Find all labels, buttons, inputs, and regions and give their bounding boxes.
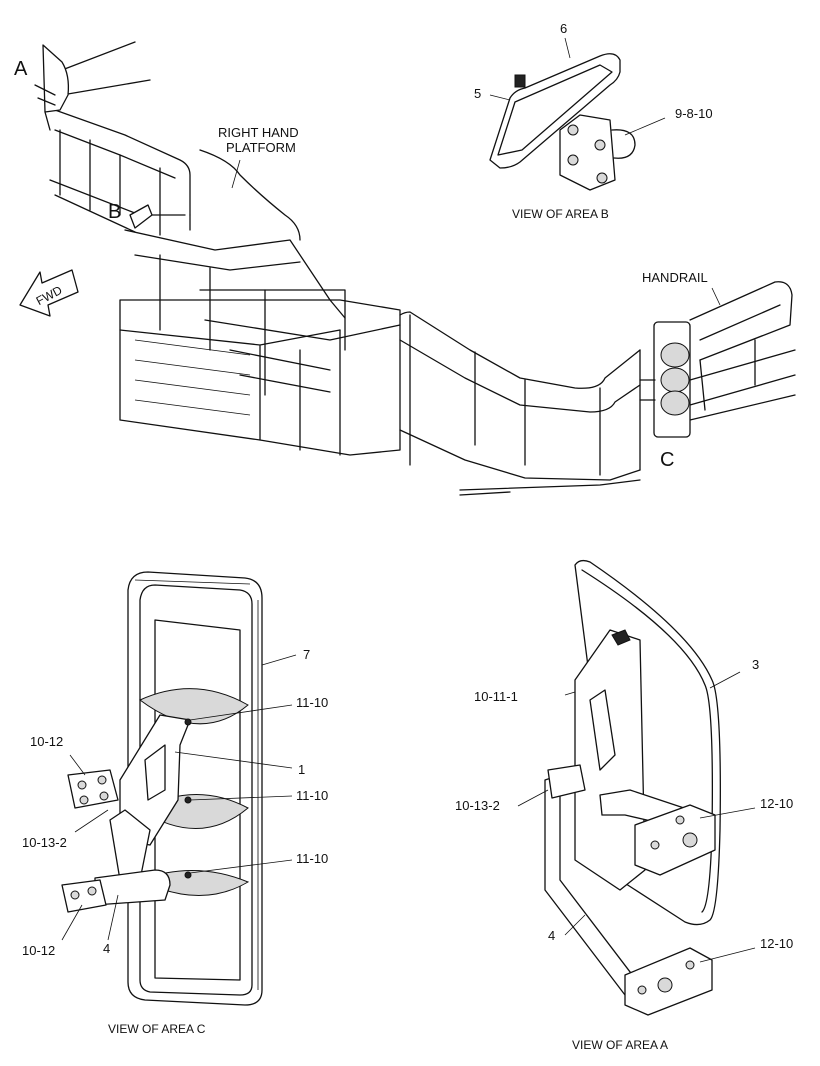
handrail-label: HANDRAIL <box>642 270 708 285</box>
view-area-c-drawing <box>61 571 297 1006</box>
view-b-caption: VIEW OF AREA B <box>512 207 609 221</box>
callout-5: 5 <box>474 86 481 101</box>
platform-label-line2: PLATFORM <box>226 140 296 155</box>
callout-4-c: 4 <box>103 941 110 956</box>
callout-9-8-10: 9-8-10 <box>675 106 713 121</box>
view-area-a-drawing <box>517 559 756 1016</box>
area-label-b: B <box>108 201 121 223</box>
area-label-a: A <box>14 58 28 80</box>
callout-12-10-upper: 12-10 <box>760 796 793 811</box>
callout-11-10-lower: 11-10 <box>296 851 328 866</box>
callout-10-11-1: 10-11-1 <box>474 689 518 704</box>
callout-4-a: 4 <box>548 928 555 943</box>
view-c-caption: VIEW OF AREA C <box>108 1022 206 1036</box>
callout-11-10-upper: 11-10 <box>296 695 328 710</box>
callout-11-10-middle: 11-10 <box>296 788 328 803</box>
callout-10-12-lower: 10-12 <box>22 943 55 958</box>
view-area-b-drawing <box>489 37 666 191</box>
callout-7: 7 <box>303 647 310 662</box>
platform-label-line1: RIGHT HAND <box>218 125 299 140</box>
callout-10-13-2-a: 10-13-2 <box>455 798 500 813</box>
callout-12-10-lower: 12-10 <box>760 936 793 951</box>
callout-10-13-2-c: 10-13-2 <box>22 835 67 850</box>
callout-10-12-upper: 10-12 <box>30 734 63 749</box>
machine-overview <box>19 41 796 496</box>
callout-6: 6 <box>560 21 567 36</box>
callout-1: 1 <box>298 762 305 777</box>
area-label-c: C <box>660 449 674 471</box>
callout-3: 3 <box>752 657 759 672</box>
view-a-caption: VIEW OF AREA A <box>572 1038 668 1052</box>
